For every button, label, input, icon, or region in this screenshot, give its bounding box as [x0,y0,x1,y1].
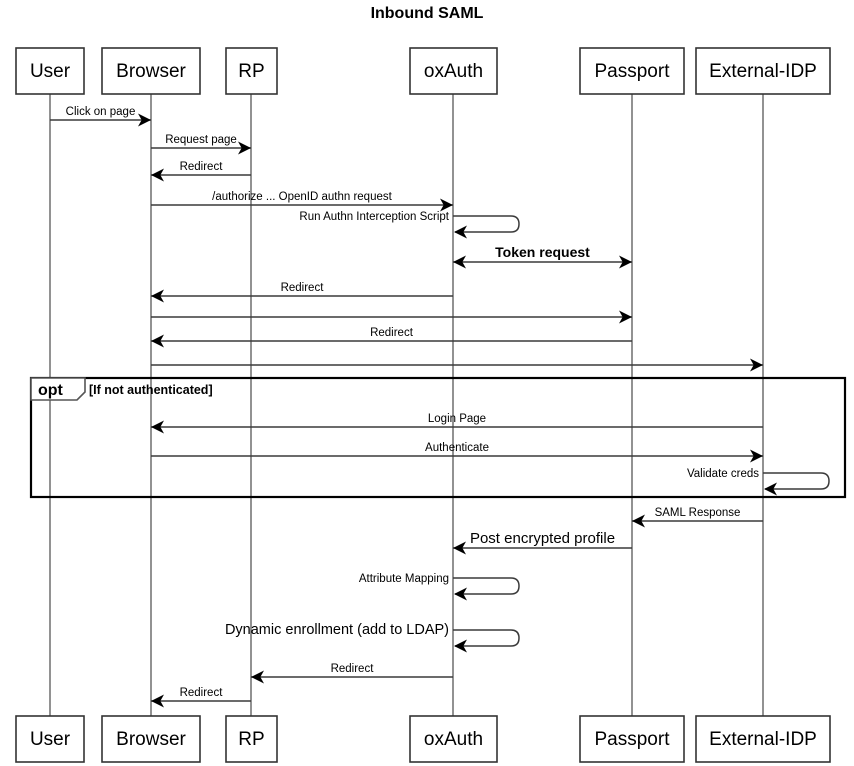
message-13[interactable]: Validate creds [687,468,830,496]
message-label: Authenticate [425,442,489,454]
participant-label: External-IDP [709,61,817,82]
message-self-path [453,215,520,233]
arrowhead [764,482,777,496]
message-18[interactable]: Redirect [251,663,453,684]
message-9[interactable]: Redirect [151,327,632,348]
arrowhead [440,198,453,212]
arrowhead [151,168,164,182]
message-self-path [763,472,830,490]
participant-foot-passport[interactable]: Passport [579,715,685,763]
participant-foot-rp[interactable]: RP [225,715,278,763]
message-4[interactable]: /authorize ... OpenID authn request [151,191,453,212]
arrowhead [632,514,645,528]
fragment-guard-label: [If not authenticated] [89,383,213,397]
combined-fragment-opt-not-authenticated[interactable]: opt [If not authenticated] [29,376,847,499]
participant-label: User [30,61,71,82]
participant-head-browser[interactable]: Browser [101,47,201,95]
message-6[interactable]: Token request [453,244,632,269]
message-17[interactable]: Dynamic enrollment (add to LDAP) [225,622,520,653]
lifelines-layer [49,94,764,716]
participant-label: Passport [595,61,671,82]
message-self-path [453,629,520,647]
arrowhead [454,639,467,653]
message-label: Post encrypted profile [470,530,615,547]
participant-heads-layer: User Browser RP oxAuth Passport External-IDP [15,47,831,95]
participant-feet-layer: User Browser RP oxAuth Passport External-IDP [15,715,831,763]
participant-foot-extidp[interactable]: External-IDP [695,715,831,763]
arrowhead [151,420,164,434]
arrowhead [750,358,763,372]
fragments-layer: opt [If not authenticated] [29,376,847,499]
participant-foot-oxauth[interactable]: oxAuth [409,715,498,763]
message-label: Token request [495,244,590,260]
message-label: SAML Response [655,507,741,519]
arrowhead [453,541,466,555]
message-label: Redirect [281,282,325,294]
message-label: Redirect [180,161,224,173]
participant-head-passport[interactable]: Passport [579,47,685,95]
participant-label: RP [238,729,264,750]
participant-label: oxAuth [424,729,483,750]
message-label: /authorize ... OpenID authn request [212,191,392,203]
arrowhead [138,113,151,127]
message-10[interactable] [151,358,763,372]
message-2[interactable]: Request page [151,134,251,155]
arrowhead [151,694,164,708]
message-11[interactable]: Login Page [151,413,763,434]
message-label: Click on page [66,106,136,118]
participant-label: Browser [116,729,186,750]
message-7[interactable]: Redirect [151,282,453,303]
arrowhead [454,225,467,239]
participant-head-rp[interactable]: RP [225,47,278,95]
participant-label: oxAuth [424,61,483,82]
arrowhead [251,670,264,684]
fragment-border [29,376,847,499]
participant-head-oxauth[interactable]: oxAuth [409,47,498,95]
message-label: Redirect [370,327,414,339]
participant-head-user[interactable]: User [15,47,85,95]
participant-label: Browser [116,61,186,82]
message-1[interactable]: Click on page [50,106,151,127]
message-8[interactable] [151,310,632,324]
message-label: Validate creds [687,468,759,480]
participant-label: RP [238,61,264,82]
participant-label: External-IDP [709,729,817,750]
participant-head-extidp[interactable]: External-IDP [695,47,831,95]
message-5[interactable]: Run Authn Interception Script [299,211,520,239]
arrowhead [750,449,763,463]
message-label: Attribute Mapping [359,573,449,585]
page-title: Inbound SAML [371,5,484,22]
message-3[interactable]: Redirect [151,161,251,182]
arrowhead [151,289,164,303]
arrowhead [151,334,164,348]
participant-label: User [30,729,71,750]
message-19[interactable]: Redirect [151,687,251,708]
arrowhead [453,255,466,269]
message-label: Redirect [331,663,375,675]
message-self-path [453,577,520,595]
arrowhead [619,310,632,324]
message-16[interactable]: Attribute Mapping [359,573,520,601]
fragment-operator-tab [30,377,86,401]
participant-foot-user[interactable]: User [15,715,85,763]
arrowhead [238,141,251,155]
participant-foot-browser[interactable]: Browser [101,715,201,763]
arrowhead [619,255,632,269]
fragment-operator-label: opt [38,382,64,399]
message-label: Redirect [180,687,224,699]
message-12[interactable]: Authenticate [151,442,763,463]
message-15[interactable]: Post encrypted profile [453,530,632,555]
message-label: Request page [165,134,237,146]
message-label: Run Authn Interception Script [299,211,449,223]
participant-label: Passport [595,729,671,750]
message-label: Dynamic enrollment (add to LDAP) [225,622,449,638]
message-14[interactable]: SAML Response [632,507,763,528]
arrowhead [454,587,467,601]
message-label: Login Page [428,413,486,425]
